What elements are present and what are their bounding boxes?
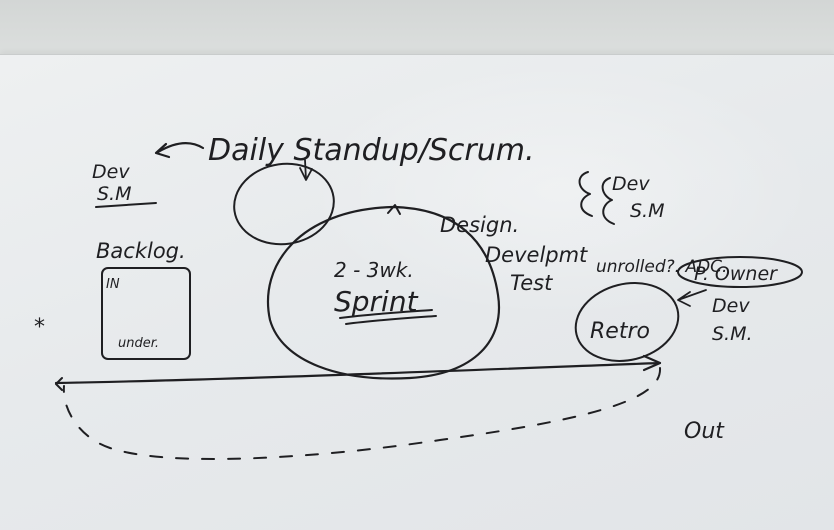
timeline-start-tick	[55, 377, 63, 391]
sprint-circle	[266, 205, 501, 380]
sprint-underline-2	[345, 315, 437, 325]
retro-roles-dev: Dev	[712, 295, 750, 317]
activity-develop: Develpmt	[485, 243, 588, 267]
activity-test: Test	[510, 271, 553, 295]
backlog-in: IN	[106, 277, 120, 292]
roles-left-underline	[95, 202, 157, 208]
product-owner-label: P. Owner	[694, 263, 778, 285]
roles-right-dev: Dev	[612, 173, 650, 195]
backlog-box	[101, 267, 191, 360]
timeline-line	[54, 361, 662, 385]
retro-pointer	[677, 289, 707, 307]
title-arrow-line	[156, 142, 205, 154]
retro-oval	[574, 282, 680, 362]
wall	[0, 0, 834, 58]
standup-pointer	[299, 159, 313, 181]
start-mark: *	[34, 315, 45, 340]
sprint-label: Sprint	[334, 285, 419, 318]
roles-right-brace-1	[578, 171, 593, 217]
output-label: Out	[684, 419, 725, 444]
feedback-loop-dashed	[62, 367, 662, 460]
standup-circle	[233, 162, 335, 246]
roles-right-sm: S.M	[630, 200, 665, 222]
sprint-duration: 2 - 3wk.	[334, 258, 414, 282]
title-daily-standup: Daily Standup/Scrum.	[208, 133, 535, 168]
backlog-label: Backlog.	[96, 239, 186, 263]
roles-left-sm: S.M	[97, 183, 132, 205]
title-arrow-head	[154, 142, 171, 159]
retro-label: Retro	[590, 319, 650, 344]
sprint-circle-arrow	[387, 204, 401, 215]
sprint-underline-1	[339, 309, 433, 319]
retro-roles-sm: S.M.	[712, 323, 753, 345]
timeline-arrow-head	[642, 354, 662, 372]
roles-left-dev: Dev	[92, 161, 130, 183]
roles-right-brace-2	[601, 177, 615, 225]
activity-design: Design.	[440, 213, 519, 237]
product-owner-oval	[677, 256, 803, 288]
backlog-under: under.	[118, 336, 159, 351]
whiteboard-surface	[0, 55, 834, 530]
